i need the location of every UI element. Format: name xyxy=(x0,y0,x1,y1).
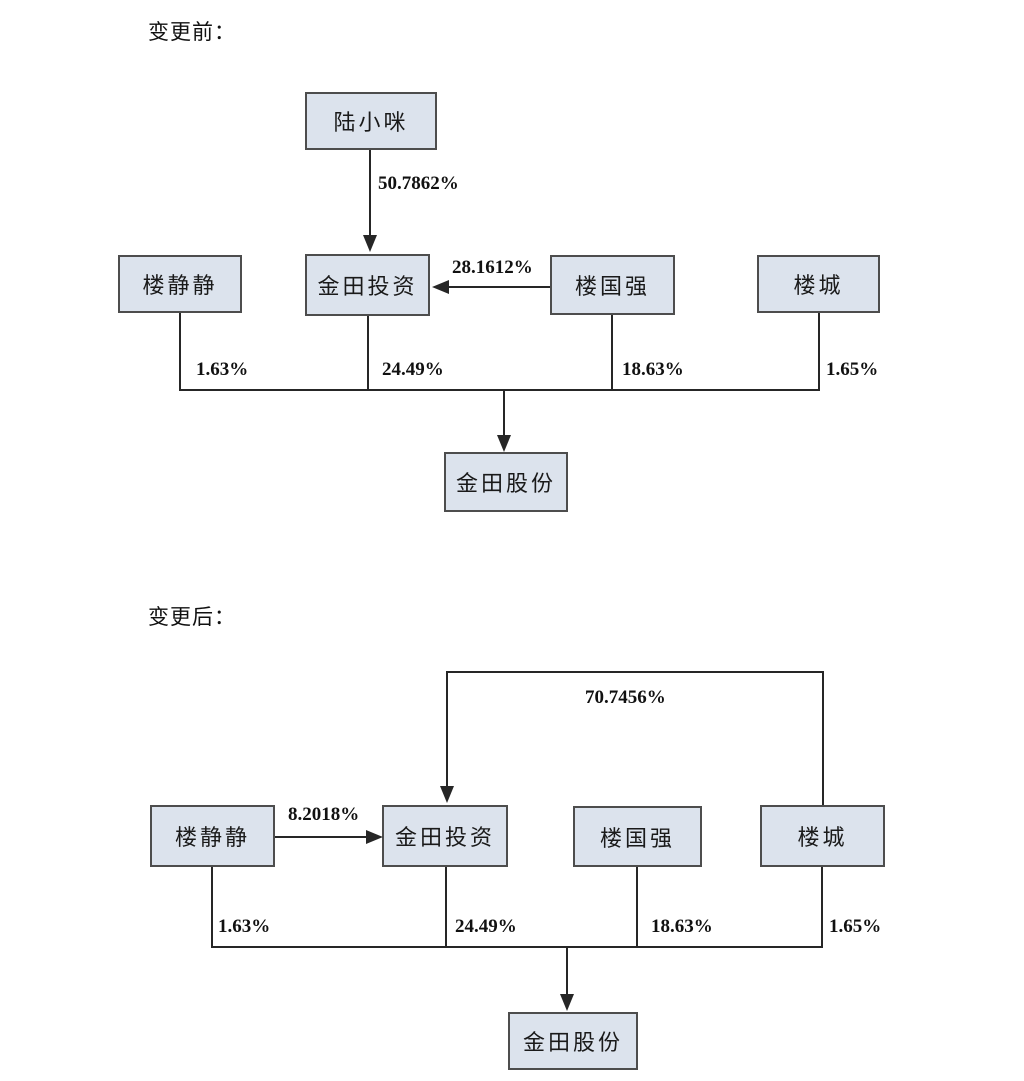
connector-bus-line xyxy=(211,946,823,948)
node-lu-xiaomi: 陆小咪 xyxy=(305,92,437,150)
connector-line xyxy=(818,313,820,391)
edge-label-lou-cheng-share: 1.65% xyxy=(826,359,879,380)
connector-bus-line xyxy=(179,389,820,391)
connector-line xyxy=(503,389,505,435)
connector-line xyxy=(367,316,369,391)
connector-line xyxy=(369,150,371,236)
arrowhead-down-icon xyxy=(363,235,377,252)
arrowhead-down-icon xyxy=(440,786,454,803)
connector-line xyxy=(446,671,824,673)
connector-line xyxy=(821,867,823,948)
connector-line xyxy=(636,867,638,948)
edge-label-lou-guoqiang-transfer: 28.1612% xyxy=(452,257,533,278)
arrowhead-left-icon xyxy=(432,280,449,294)
edge-label-lou-jingjing-share: 1.63% xyxy=(218,916,271,937)
connector-line xyxy=(822,671,824,805)
node-jintian-investment: 金田投资 xyxy=(305,254,430,316)
after-change-title: 变更后： xyxy=(148,605,236,629)
arrowhead-down-icon xyxy=(560,994,574,1011)
edge-label-lou-jingjing-share: 1.63% xyxy=(196,359,249,380)
edge-label-lu-xiaomi-share: 50.7862% xyxy=(378,173,459,194)
node-jintian-shares: 金田股份 xyxy=(444,452,568,512)
connector-line xyxy=(566,946,568,996)
connector-line xyxy=(275,836,367,838)
edge-label-lou-jingjing-transfer: 8.2018% xyxy=(288,804,360,825)
node-lou-jingjing: 楼静静 xyxy=(150,805,275,867)
edge-label-lou-cheng-share: 1.65% xyxy=(829,916,882,937)
connector-line xyxy=(179,313,181,391)
edge-label-lou-guoqiang-share: 18.63% xyxy=(651,916,713,937)
connector-line xyxy=(611,315,613,391)
node-lou-cheng: 楼城 xyxy=(757,255,880,313)
before-change-title: 变更前： xyxy=(148,20,236,44)
node-lou-jingjing: 楼静静 xyxy=(118,255,242,313)
edge-label-lou-cheng-transfer: 70.7456% xyxy=(585,687,666,708)
arrowhead-right-icon xyxy=(366,830,383,844)
connector-line xyxy=(446,671,448,787)
node-lou-cheng: 楼城 xyxy=(760,805,885,867)
connector-line xyxy=(211,867,213,948)
node-lou-guoqiang: 楼国强 xyxy=(573,806,702,867)
edge-label-jintian-investment-share: 24.49% xyxy=(455,916,517,937)
connector-line xyxy=(446,286,550,288)
arrowhead-down-icon xyxy=(497,435,511,452)
edge-label-lou-guoqiang-share: 18.63% xyxy=(622,359,684,380)
edge-label-jintian-investment-share: 24.49% xyxy=(382,359,444,380)
connector-line xyxy=(445,867,447,948)
node-jintian-investment: 金田投资 xyxy=(382,805,508,867)
node-jintian-shares: 金田股份 xyxy=(508,1012,638,1070)
node-lou-guoqiang: 楼国强 xyxy=(550,255,675,315)
